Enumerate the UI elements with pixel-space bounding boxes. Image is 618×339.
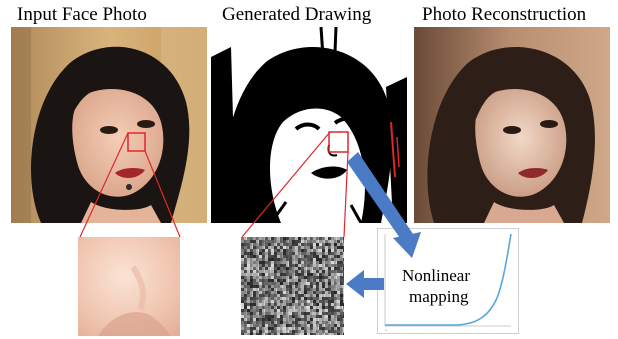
arrow-to-texture bbox=[346, 270, 384, 298]
arrow-to-mapping bbox=[347, 152, 421, 258]
